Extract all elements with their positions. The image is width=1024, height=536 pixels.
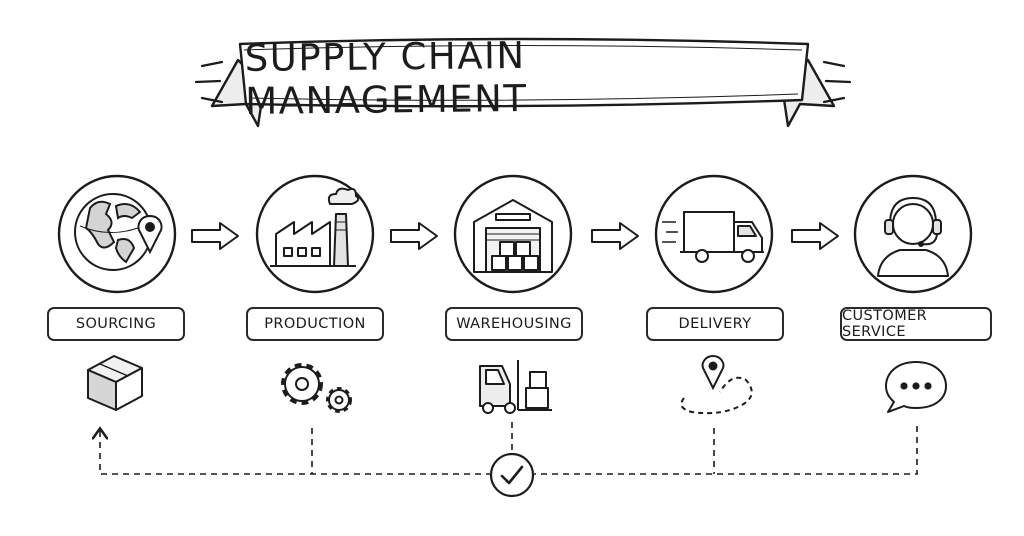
step-label-production: PRODUCTION <box>246 307 384 341</box>
truck-icon <box>662 211 764 263</box>
arrow-delivery-customer-service <box>791 222 839 250</box>
flow-arrows <box>191 222 839 250</box>
arrow-production-warehousing <box>390 222 438 250</box>
step-label-delivery: DELIVERY <box>646 307 784 341</box>
headset-agent-icon <box>877 197 949 277</box>
banner-accent-lines-right <box>822 60 852 104</box>
route-pin-icon <box>680 354 753 415</box>
arrow-sourcing-production <box>191 222 239 250</box>
title-banner <box>210 37 836 128</box>
step-label-warehousing: WAREHOUSING <box>445 307 583 341</box>
chat-bubble-icon <box>885 361 947 413</box>
gears-icon <box>281 363 352 413</box>
page-title: SUPPLY CHAIN MANAGEMENT <box>244 33 528 123</box>
arrow-warehousing-delivery <box>591 222 639 250</box>
package-box-icon <box>87 355 143 411</box>
step-label-sourcing: SOURCING <box>47 307 185 341</box>
globe-location-icon <box>74 193 163 271</box>
warehouse-icon <box>473 199 553 273</box>
forklift-icon <box>479 360 552 414</box>
banner-accent-lines-left <box>194 60 224 104</box>
factory-icon <box>270 187 360 267</box>
step-label-customer-service: CUSTOMER SERVICE <box>840 307 992 341</box>
checkmark-circle-icon <box>489 452 535 498</box>
